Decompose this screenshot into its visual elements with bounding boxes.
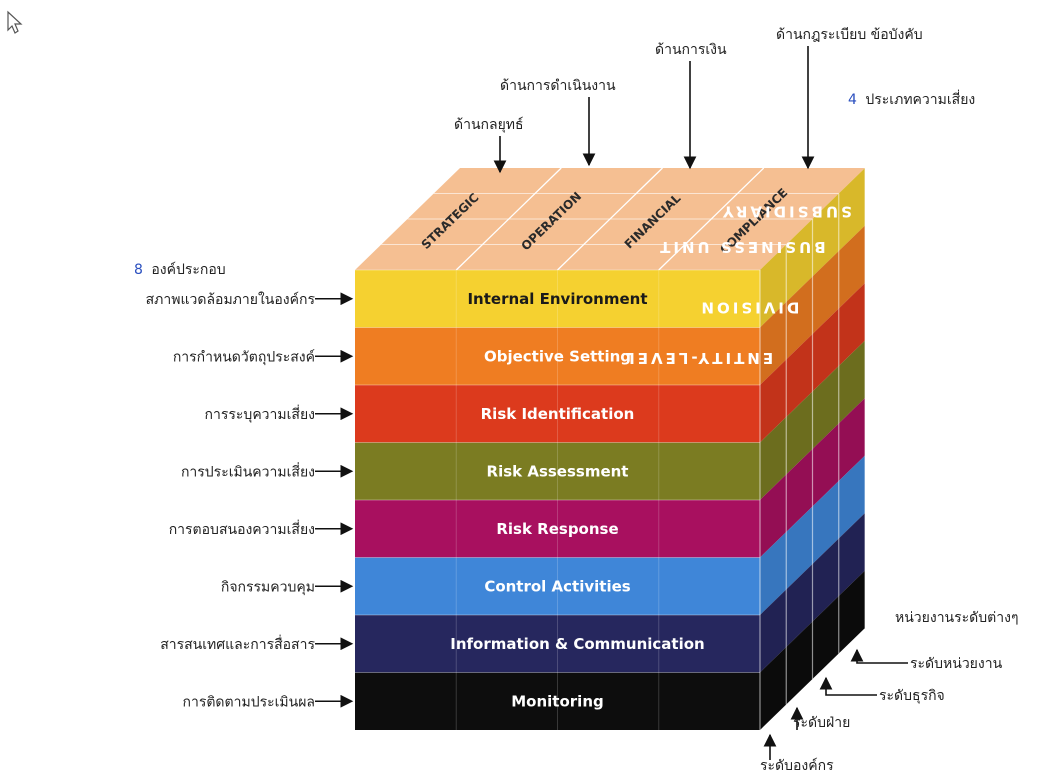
band-6 [355,557,760,615]
unit-level-thai-label: ระดับองค์กร [760,757,834,774]
band-4 [355,442,760,500]
component-thai-label: สภาพแวดล้อมภายในองค์กร [146,291,316,308]
legend-type-text: ประเภทความเสี่ยง [865,90,975,108]
top-face-dividers [381,167,839,271]
band-label: Monitoring [511,692,603,710]
side-unit-label: BUSINESS UNIT [657,238,826,256]
unit-level-thai-label: ระดับหน่วยงาน [910,656,1003,672]
band-label: Risk Response [496,520,618,538]
band-label: Information & Communication [450,635,704,653]
cube-side-face: ENTITY-LEVEL DIVISION BUSINESS UNIT SUBSIDI… [622,168,866,730]
side-unit-label: DIVISION [698,298,799,316]
component-thai-label: การประเมินความเสี่ยง [181,462,315,480]
risk-type-thai-label: ด้านการดำเนินงาน [500,78,616,94]
component-thai-label: การติดตามประเมินผล [182,694,315,710]
legend-component-count: 8 [134,262,143,278]
risk-type-thai-label: ด้านกฎระเบียบ ข้อบังคับ [776,27,923,43]
band-label: Control Activities [484,577,630,595]
component-thai-label: การระบุความเสี่ยง [205,405,315,423]
unit-level-annotations: ระดับองค์กร ระดับฝ่าย ระดับธุรกิจ ระดับหน่ว… [760,648,1003,774]
component-thai-label: สารสนเทศและการสื่อสาร [160,635,315,653]
side-unit-label: SUBSIDIARY [720,202,852,220]
legend-type-count: 4 [848,92,857,108]
component-thai-label: การกำหนดวัตถุประสงค์ [173,348,315,365]
component-thai-label: กิจกรรมควบคุม [221,579,315,595]
unit-levels-caption: หน่วยงานระดับต่างๆ [895,610,1018,626]
band-5 [355,500,760,558]
band-2 [355,327,760,385]
risk-type-thai-label: ด้านกลยุทธ์ [454,116,524,133]
risk-type-thai-label: ด้านการเงิน [655,42,727,58]
up-arrow-icon [819,676,877,696]
band-label: Objective Setting [484,347,631,365]
band-label: Risk Identification [481,405,635,423]
pointer-arrow-icon [7,10,23,34]
band-label: Internal Environment [467,290,647,308]
band-label: Risk Assessment [487,462,629,480]
band-1 [355,270,760,328]
unit-level-thai-label: ระดับธุรกิจ [879,688,945,704]
up-arrow-icon [850,648,908,664]
component-annotations: สภาพแวดล้อมภายในองค์กรการกำหนดวัตถุประสง… [146,291,354,710]
legend-component-text: องค์ประกอบ [151,261,225,278]
legend-components: 8 องค์ประกอบ [134,261,226,278]
risk-type-annotations: ด้านกลยุทธ์ ด้านการดำเนินงาน ด้านการเงิน ด้… [454,27,923,174]
band-7 [355,615,760,673]
band-8 [355,672,760,730]
legend-type: 4 ประเภทความเสี่ยง [848,90,975,108]
band-3 [355,385,760,443]
component-thai-label: การตอบสนองความเสี่ยง [169,520,315,538]
side-unit-label: ENTITY-LEVEL [622,349,773,367]
unit-level-thai-label: ระดับฝ่าย [793,715,850,731]
